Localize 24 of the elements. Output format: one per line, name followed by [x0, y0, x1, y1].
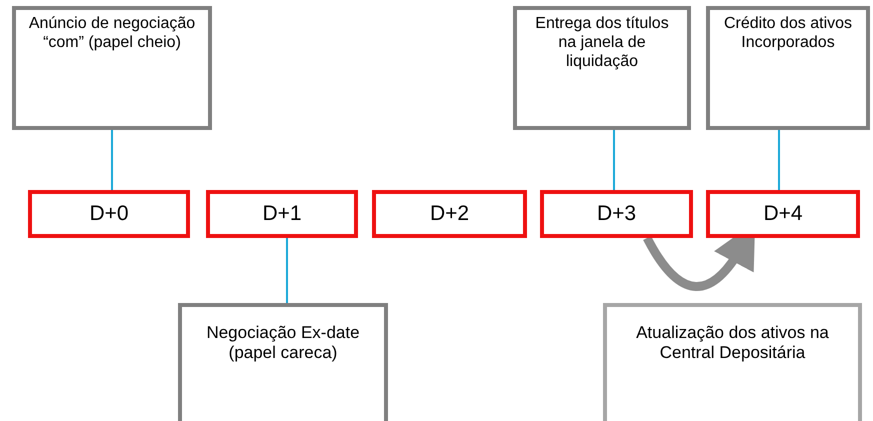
day-box	[206, 190, 358, 238]
day-box	[706, 190, 860, 238]
box-text: D+2	[430, 202, 470, 226]
connector-line	[286, 238, 288, 303]
day-box	[28, 190, 190, 238]
note-box	[513, 6, 691, 130]
day-box	[540, 190, 693, 238]
box-text: D+0	[89, 202, 129, 226]
box-text: Crédito dos ativos Incorporados	[722, 14, 854, 52]
box-text: D+1	[262, 202, 302, 226]
box-text: D+4	[763, 202, 803, 226]
connector-line	[778, 130, 780, 190]
connector-line	[111, 130, 113, 190]
note-box	[706, 6, 870, 130]
note-box	[12, 6, 212, 130]
day-box	[372, 190, 527, 238]
box-text: Atualização dos ativos na Central Depositária	[635, 323, 830, 364]
connector-line	[613, 130, 615, 190]
note-box	[603, 303, 862, 421]
box-text: Anúncio de negociação “com” (papel cheio)	[28, 14, 196, 52]
box-text: Entrega dos títulos na janela de liquidação	[534, 14, 670, 72]
box-text: D+3	[596, 202, 636, 226]
note-box	[178, 303, 388, 421]
box-text: Negociação Ex-date (papel careca)	[205, 323, 361, 364]
